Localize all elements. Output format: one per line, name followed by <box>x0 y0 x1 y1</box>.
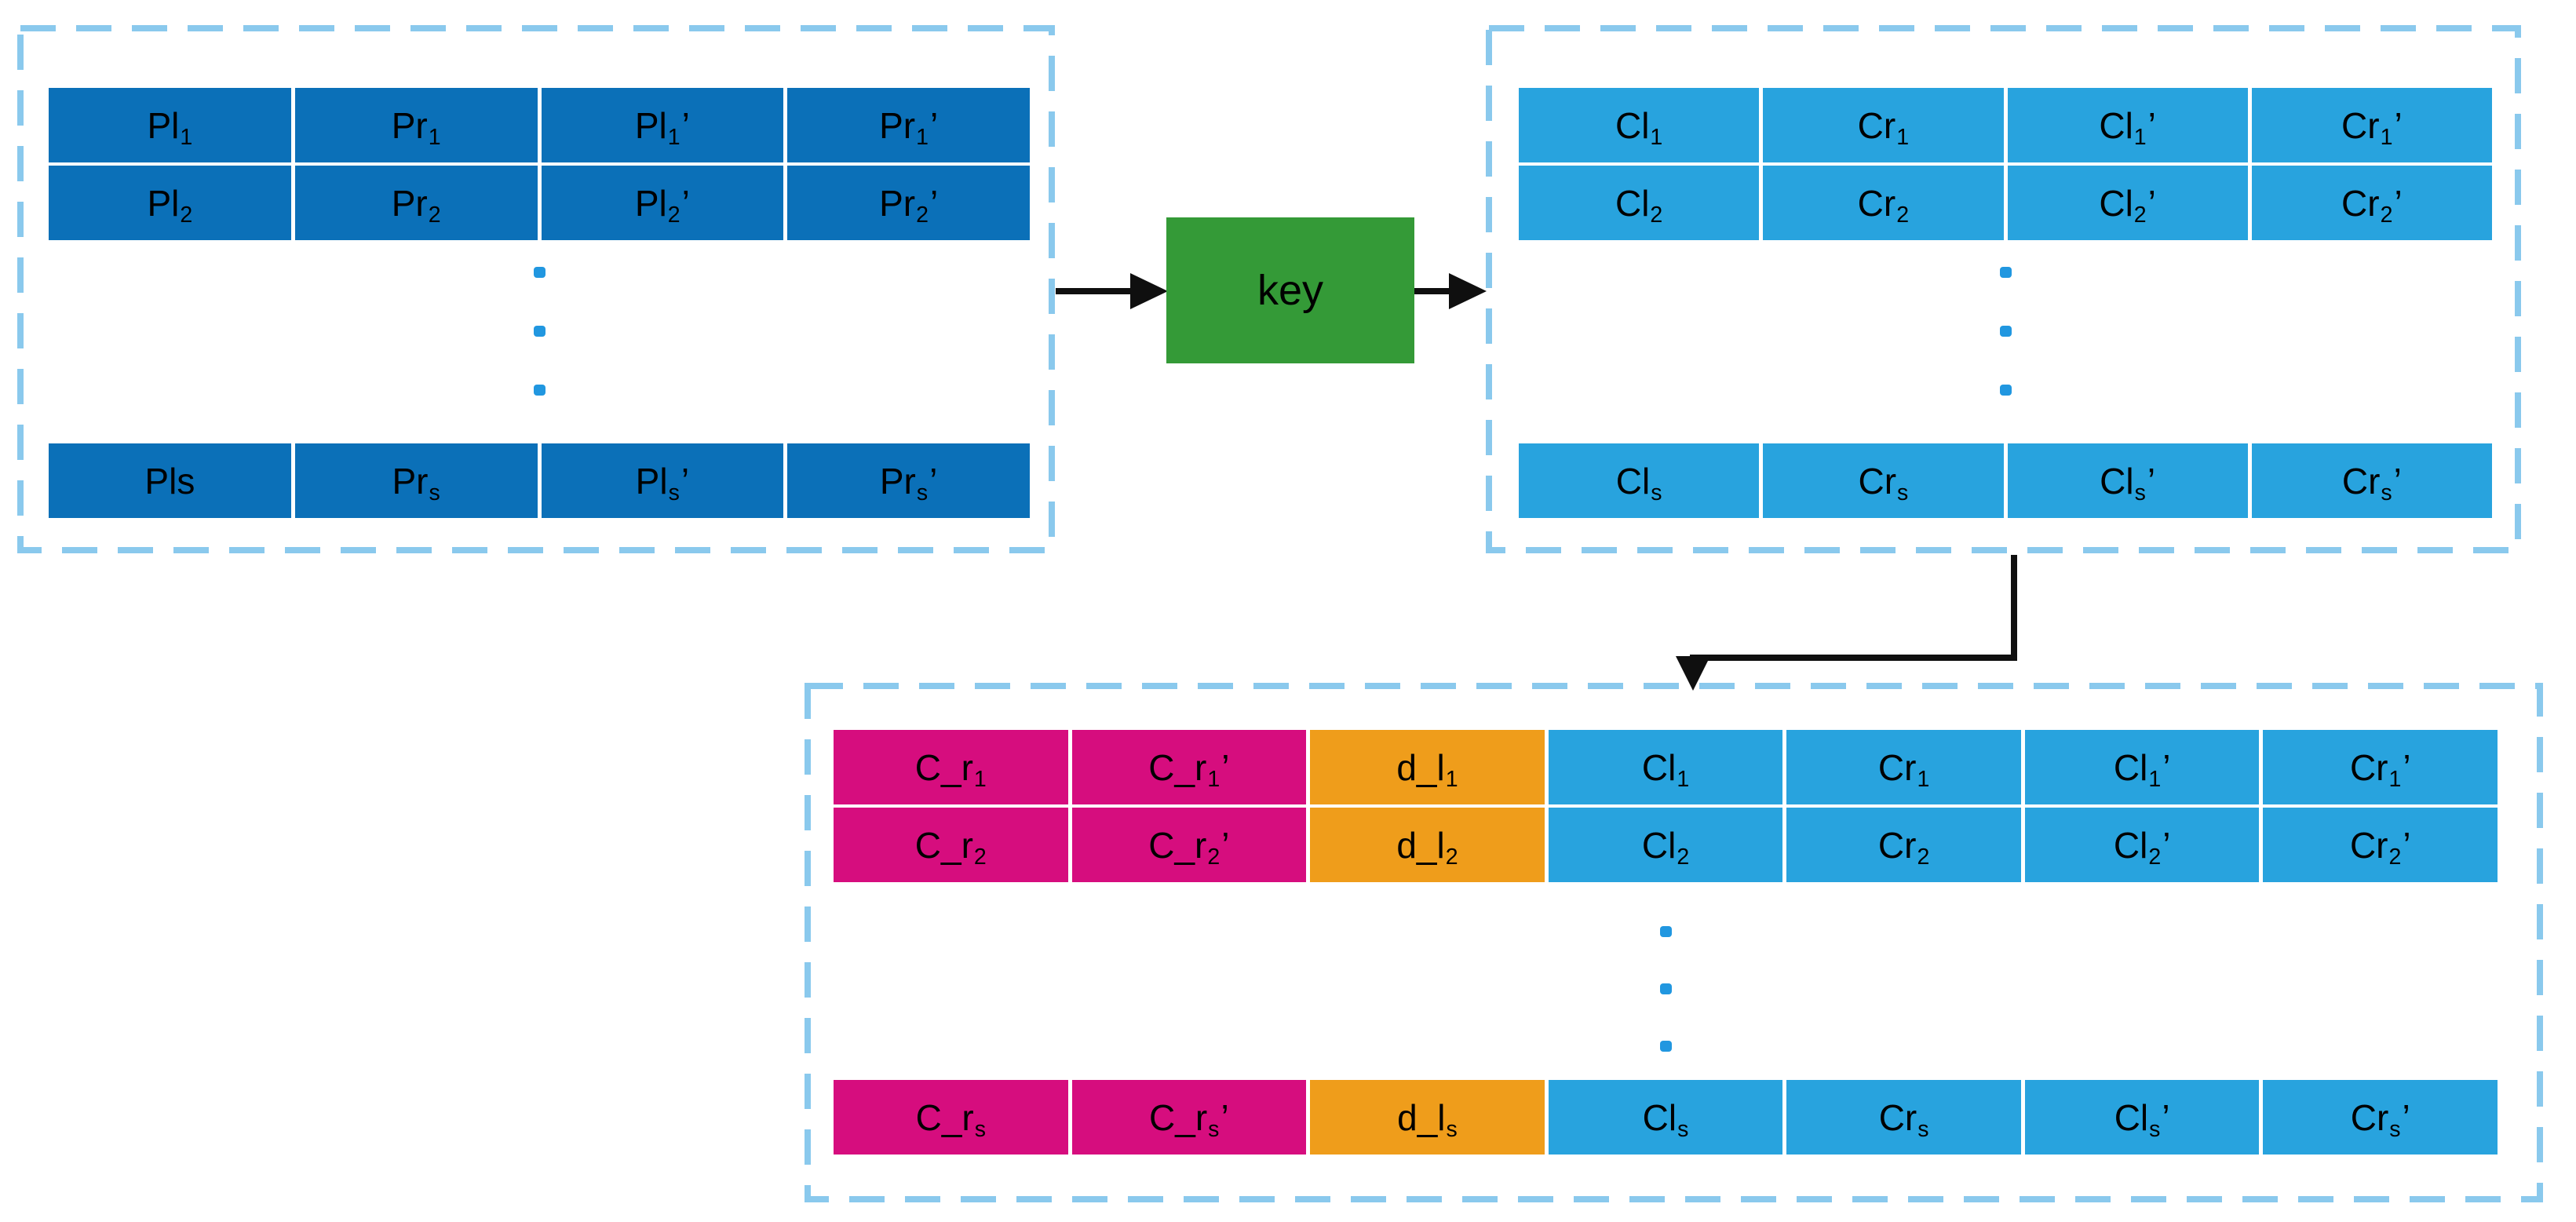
ciphertext-cell: Crs’ <box>2251 443 2492 518</box>
plaintext-ellipsis-dot <box>534 326 545 337</box>
mac-cell: Cl2 <box>1548 808 1783 882</box>
key-box: key <box>1166 217 1414 363</box>
arrow-ciphertext-to-mac <box>1676 555 2017 691</box>
mac-cell: C_r1 <box>834 730 1068 804</box>
ciphertext-cell: Cl1’ <box>2007 88 2248 162</box>
ciphertext-cell: Cr2’ <box>2251 166 2492 240</box>
plaintext-cell: Pl1’ <box>541 88 784 162</box>
plaintext-cell: Pl2 <box>49 166 291 240</box>
ciphertext-cell: Cr1 <box>1763 88 2004 162</box>
plaintext-cell: Pr1 <box>294 88 538 162</box>
mac-cell: Cr1 <box>1786 730 2021 804</box>
mac-cell: C_rs <box>834 1080 1068 1155</box>
mac-cell: d_l1 <box>1310 730 1545 804</box>
ciphertext-cell: Cl2 <box>1519 166 1760 240</box>
plaintext-ellipsis-dot <box>534 267 545 278</box>
plaintext-box-border <box>17 25 1055 553</box>
plaintext-cell: Pr2’ <box>787 166 1030 240</box>
mac-cell: Cl1 <box>1548 730 1783 804</box>
ciphertext-ellipsis-dot <box>2000 267 2012 278</box>
mac-cell: C_r2’ <box>1071 808 1307 882</box>
arrow-key-to-ciphertext <box>1414 273 1487 309</box>
plaintext-cell: Pr2 <box>294 166 538 240</box>
ciphertext-cell: Cr2 <box>1763 166 2004 240</box>
mac-cell: C_rs’ <box>1071 1080 1307 1155</box>
plaintext-cell: Pr1’ <box>787 88 1030 162</box>
ciphertext-ellipsis-dot <box>2000 326 2012 337</box>
plaintext-cell: Pls <box>49 443 291 518</box>
plaintext-cell: Pl1 <box>49 88 291 162</box>
ciphertext-cell: Crs <box>1763 443 2004 518</box>
mac-cell: C_r2 <box>834 808 1068 882</box>
ciphertext-cell: Cls <box>1519 443 1760 518</box>
mac-cell: Crs <box>1786 1080 2021 1155</box>
ciphertext-cell: Cr1’ <box>2251 88 2492 162</box>
ciphertext-ellipsis-dot <box>2000 385 2012 396</box>
mac-cell: Crs’ <box>2263 1080 2498 1155</box>
mac-cell: Cr2 <box>1786 808 2021 882</box>
ciphertext-box-border <box>1486 25 2521 553</box>
mac-ellipsis-dot <box>1660 926 1672 937</box>
mac-cell: Cl1’ <box>2024 730 2260 804</box>
key-label: key <box>1257 267 1324 314</box>
plaintext-ellipsis-dot <box>534 385 545 396</box>
mac-cell: Cls’ <box>2024 1080 2260 1155</box>
mac-cell: Cr1’ <box>2263 730 2498 804</box>
mac-box-border <box>805 683 2543 1202</box>
mac-cell: d_l2 <box>1310 808 1545 882</box>
plaintext-cell: Pl2’ <box>541 166 784 240</box>
ciphertext-cell: Cl1 <box>1519 88 1760 162</box>
mac-cell: Cls <box>1548 1080 1783 1155</box>
plaintext-cell: Prs <box>294 443 538 518</box>
mac-cell: C_r1’ <box>1071 730 1307 804</box>
mac-cell: Cl2’ <box>2024 808 2260 882</box>
ciphertext-cell: Cl2’ <box>2007 166 2248 240</box>
arrow-plaintext-to-key <box>1056 273 1168 309</box>
mac-cell: d_ls <box>1310 1080 1545 1155</box>
mac-ellipsis-dot <box>1660 983 1672 994</box>
mac-cell: Cr2’ <box>2263 808 2498 882</box>
ciphertext-cell: Cls’ <box>2007 443 2248 518</box>
plaintext-cell: Pls’ <box>541 443 784 518</box>
plaintext-cell: Prs’ <box>787 443 1030 518</box>
mac-ellipsis-dot <box>1660 1041 1672 1052</box>
